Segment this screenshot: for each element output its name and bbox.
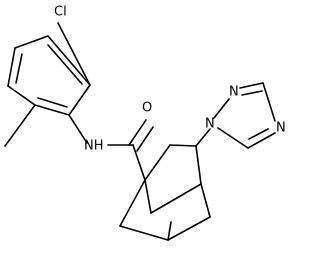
triazole-double-bond-n4-c5-inner: [248, 128, 269, 140]
chemical-structure-diagram: Cl NH O N N N: [4, 5, 286, 241]
adamantane-bond-7: [195, 145, 202, 185]
aromatic-double-bond-c4-c5-inner: [37, 97, 68, 108]
amide-nh-label: NH: [84, 139, 104, 154]
chlorine-label: Cl: [54, 5, 67, 20]
adamantane-bond-5: [167, 216, 211, 241]
adamantane-bond-4: [119, 225, 169, 241]
aromatic-bond-c4-c5: [34, 104, 70, 116]
atom-labels-group: Cl NH O N N N: [54, 5, 286, 154]
aromatic-double-bond-c6-c1-inner: [47, 44, 83, 85]
adamantane-bond-9: [150, 183, 202, 214]
adamantane-bond-6: [200, 183, 211, 218]
triazole-bond-n2-c3: [239, 82, 264, 89]
bond-adamantane-triazole: [195, 128, 211, 147]
adamantane-bond-10: [167, 221, 172, 241]
aromatic-bond-c6-c1: [47, 35, 91, 86]
bond-ring-methyl: [4, 104, 36, 147]
triazole-double-bond-n2-c3-inner: [241, 90, 263, 96]
adamantane-bond-3: [119, 179, 146, 227]
aromatic-bond-c3-c4: [7, 85, 36, 106]
triazole-bond-c3-n4: [262, 82, 276, 122]
triazole-n1-label: N: [205, 117, 215, 132]
adamantane-bond-8: [144, 179, 152, 214]
bond-ring-nh: [68, 114, 88, 144]
aromatic-bond-c1-c2: [14, 35, 49, 49]
bond-carbonyl-adamantane: [132, 144, 146, 181]
adamantane-bond-1: [144, 144, 171, 181]
triazole-n2-label: N: [229, 85, 239, 100]
bond-ring-cl: [57, 22, 91, 86]
carbonyl-oxygen-label: O: [142, 101, 152, 116]
triazole-bond-n4-c5: [247, 132, 276, 149]
carbonyl-double-bond-1: [128, 119, 147, 146]
aromatic-double-bond-c2-c3-inner: [15, 53, 23, 84]
aromatic-bond-c5-c6: [68, 84, 91, 116]
bonds-group: [4, 22, 276, 241]
aromatic-bond-c2-c3: [7, 47, 16, 87]
triazole-bond-n1-n2: [213, 98, 230, 119]
adamantane-bond-2: [169, 144, 197, 147]
triazole-bond-c5-n1: [217, 127, 249, 149]
carbonyl-double-bond-2: [136, 126, 154, 152]
triazole-n4-label: N: [276, 121, 286, 136]
